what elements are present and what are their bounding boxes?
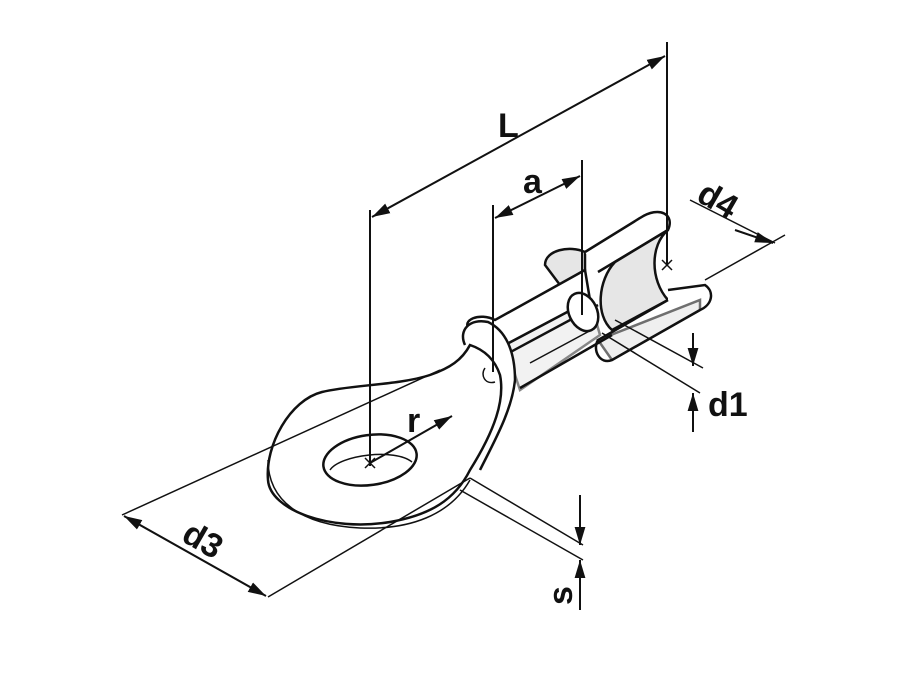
label-thickness: s [542, 586, 580, 605]
dimension-lines [121, 42, 786, 610]
label-ring-diameter: d3 [176, 514, 229, 567]
label-barrel-offset: a [523, 163, 543, 201]
ring-tongue [266, 343, 503, 529]
label-barrel-diameter: d1 [708, 386, 748, 424]
label-length: L [498, 107, 519, 145]
insulation-sleeve [461, 210, 713, 471]
label-radius: r [407, 402, 420, 440]
label-insulation-diameter: d4 [691, 174, 744, 227]
